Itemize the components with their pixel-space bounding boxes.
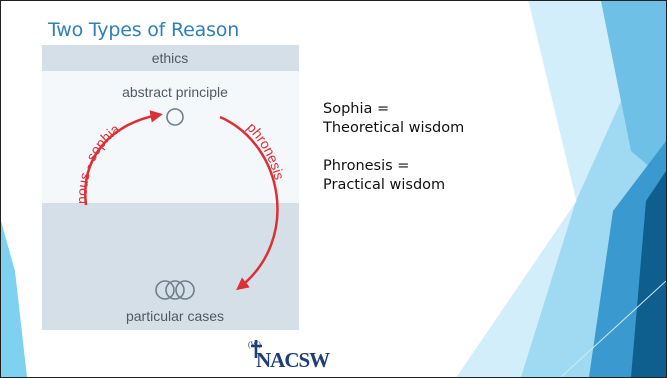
left-arrow-label: nous - sophia <box>74 120 123 204</box>
left-accent-shape <box>1 221 27 377</box>
diagram-header: ethics <box>152 50 189 66</box>
particular-case-circle-2 <box>165 280 185 300</box>
particular-case-circle-3 <box>175 280 195 300</box>
diagram-lower-band <box>42 203 299 330</box>
left-arrow <box>84 110 163 206</box>
particular-case-circle-1 <box>155 280 175 300</box>
nacsw-logo: (W) NACSW <box>248 340 331 372</box>
definition-2-term: Phronesis = <box>323 158 410 174</box>
diagram-canvas: ethics abstract principle nous - sophia … <box>42 45 299 330</box>
definitions: Sophia = Theoretical wisdom Phronesis = … <box>323 100 543 195</box>
ethics-diagram: ethics abstract principle nous - sophia … <box>42 45 299 330</box>
right-facet-dark <box>631 171 666 377</box>
definition-2-meaning: Practical wisdom <box>323 177 446 193</box>
right-arrow-label: phronesis <box>244 119 288 181</box>
definition-1-meaning: Theoretical wisdom <box>323 120 465 136</box>
top-label: abstract principle <box>122 84 228 100</box>
right-facet-upper <box>601 1 666 181</box>
bottom-label: particular cases <box>126 308 224 324</box>
definition-1-term: Sophia = <box>323 101 390 117</box>
cross-icon <box>251 340 262 358</box>
slide-title: Two Types of Reason <box>48 19 240 41</box>
diagram-header-band <box>42 45 299 71</box>
abstract-principle-circle <box>166 108 184 126</box>
logo-small-text: (W) <box>248 340 261 349</box>
right-arrow <box>219 115 279 291</box>
logo-text: NACSW <box>256 348 330 372</box>
